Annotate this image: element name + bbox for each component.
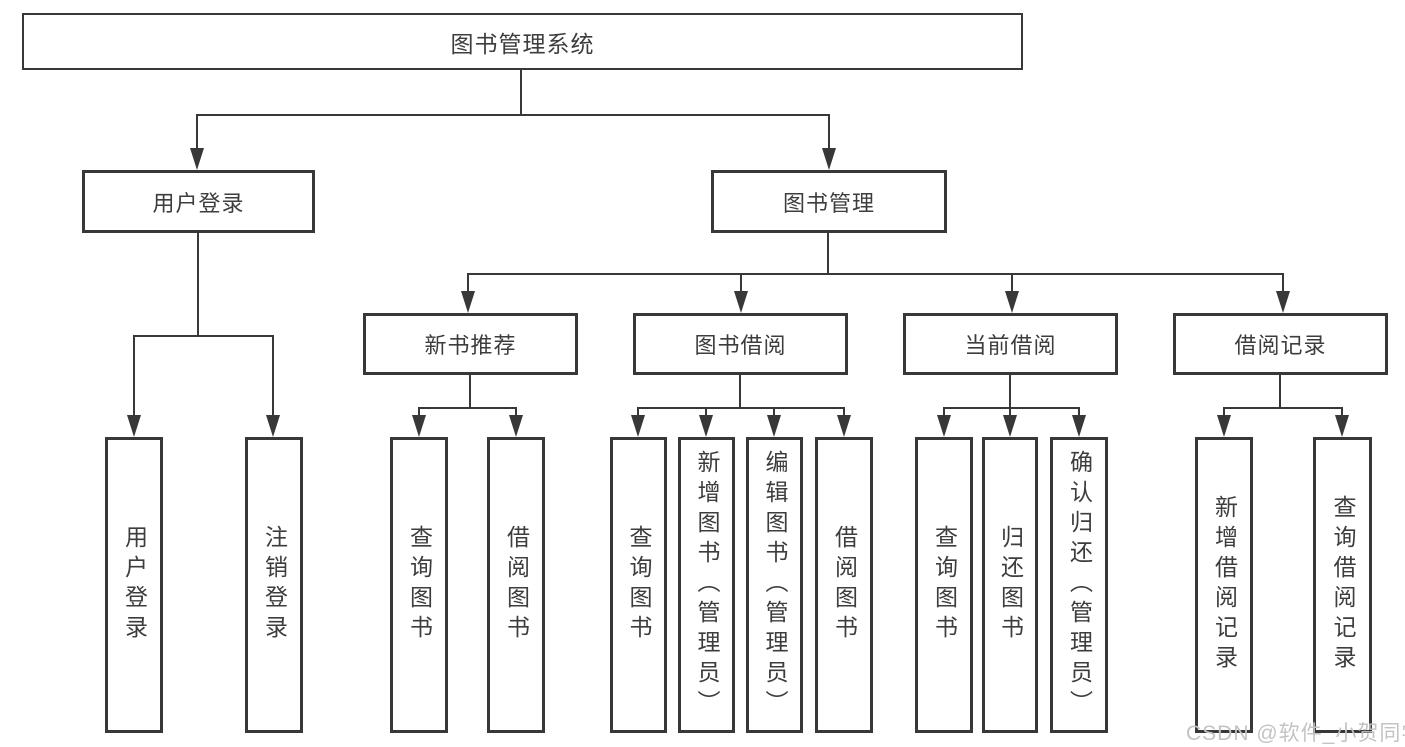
- connector-line: [196, 114, 198, 150]
- leaf-return-books: 归还图书: [982, 437, 1038, 733]
- arrow-down-icon: [412, 415, 426, 437]
- node-borrowing-records: 借阅记录: [1173, 313, 1388, 375]
- leaf-edit-books-admin: 编辑图书（管理员）: [746, 437, 803, 733]
- leaf-query-books: 查询图书: [390, 437, 448, 733]
- connector-line: [1009, 407, 1011, 419]
- arrow-down-icon: [1217, 415, 1231, 437]
- connector-line: [418, 407, 517, 409]
- arrow-down-icon: [1072, 415, 1086, 437]
- connector-line: [739, 375, 741, 408]
- node-book-borrowing: 图书借阅: [633, 313, 848, 375]
- connector-line: [418, 407, 420, 419]
- connector-line: [133, 335, 135, 415]
- connector-line: [515, 407, 517, 419]
- connector-line: [705, 407, 707, 419]
- arrow-down-icon: [1003, 415, 1017, 437]
- connector-line: [1009, 375, 1011, 408]
- leaf-add-borrow-record: 新增借阅记录: [1195, 437, 1253, 733]
- connector-line: [196, 114, 830, 116]
- connector-line: [1279, 375, 1281, 408]
- connector-line: [1282, 273, 1284, 293]
- connector-line: [520, 69, 522, 115]
- leaf-query-books: 查询图书: [610, 437, 667, 733]
- arrow-down-icon: [1276, 291, 1290, 313]
- arrow-down-icon: [127, 415, 141, 437]
- connector-line: [272, 335, 274, 415]
- node-new-book-recommend: 新书推荐: [363, 313, 578, 375]
- arrow-down-icon: [190, 148, 204, 170]
- connector-line: [1223, 407, 1225, 419]
- arrow-down-icon: [767, 415, 781, 437]
- arrow-down-icon: [734, 291, 748, 313]
- connector-line: [828, 114, 830, 150]
- arrow-down-icon: [509, 415, 523, 437]
- csdn-watermark: CSDN @软件_小贺同学: [1186, 722, 1405, 745]
- arrow-down-icon: [837, 415, 851, 437]
- connector-line: [1078, 407, 1080, 419]
- arrow-down-icon: [699, 415, 713, 437]
- connector-line: [197, 233, 199, 336]
- connector-line: [1011, 273, 1013, 293]
- leaf-borrow-books: 借阅图书: [487, 437, 545, 733]
- node-book-management: 图书管理: [711, 170, 947, 233]
- connector-line: [133, 335, 274, 337]
- connector-line: [843, 407, 845, 419]
- leaf-logout: 注销登录: [245, 437, 303, 733]
- connector-line: [467, 273, 469, 293]
- node-user-login: 用户登录: [82, 170, 315, 233]
- arrow-down-icon: [461, 291, 475, 313]
- arrow-down-icon: [1335, 415, 1349, 437]
- connector-line: [827, 233, 829, 275]
- connector-line: [773, 407, 775, 419]
- connector-line: [469, 375, 471, 408]
- connector-line: [1341, 407, 1343, 419]
- node-current-borrowing: 当前借阅: [903, 313, 1118, 375]
- leaf-confirm-return-admin: 确认归还（管理员）: [1050, 437, 1108, 733]
- connector-line: [943, 407, 1080, 409]
- arrow-down-icon: [822, 148, 836, 170]
- arrow-down-icon: [266, 415, 280, 437]
- node-library-management-system: 图书管理系统: [22, 13, 1023, 70]
- connector-line: [637, 407, 639, 419]
- leaf-user-login: 用户登录: [105, 437, 163, 733]
- connector-line: [943, 407, 945, 419]
- arrow-down-icon: [937, 415, 951, 437]
- leaf-borrow-books: 借阅图书: [815, 437, 873, 733]
- connector-line: [637, 407, 845, 409]
- connector-line: [1223, 407, 1343, 409]
- leaf-query-books: 查询图书: [915, 437, 973, 733]
- connector-line: [740, 273, 742, 293]
- arrow-down-icon: [631, 415, 645, 437]
- arrow-down-icon: [1005, 291, 1019, 313]
- leaf-add-books-admin: 新增图书（管理员）: [678, 437, 735, 733]
- leaf-query-borrow-record: 查询借阅记录: [1313, 437, 1372, 733]
- connector-line: [467, 273, 1284, 275]
